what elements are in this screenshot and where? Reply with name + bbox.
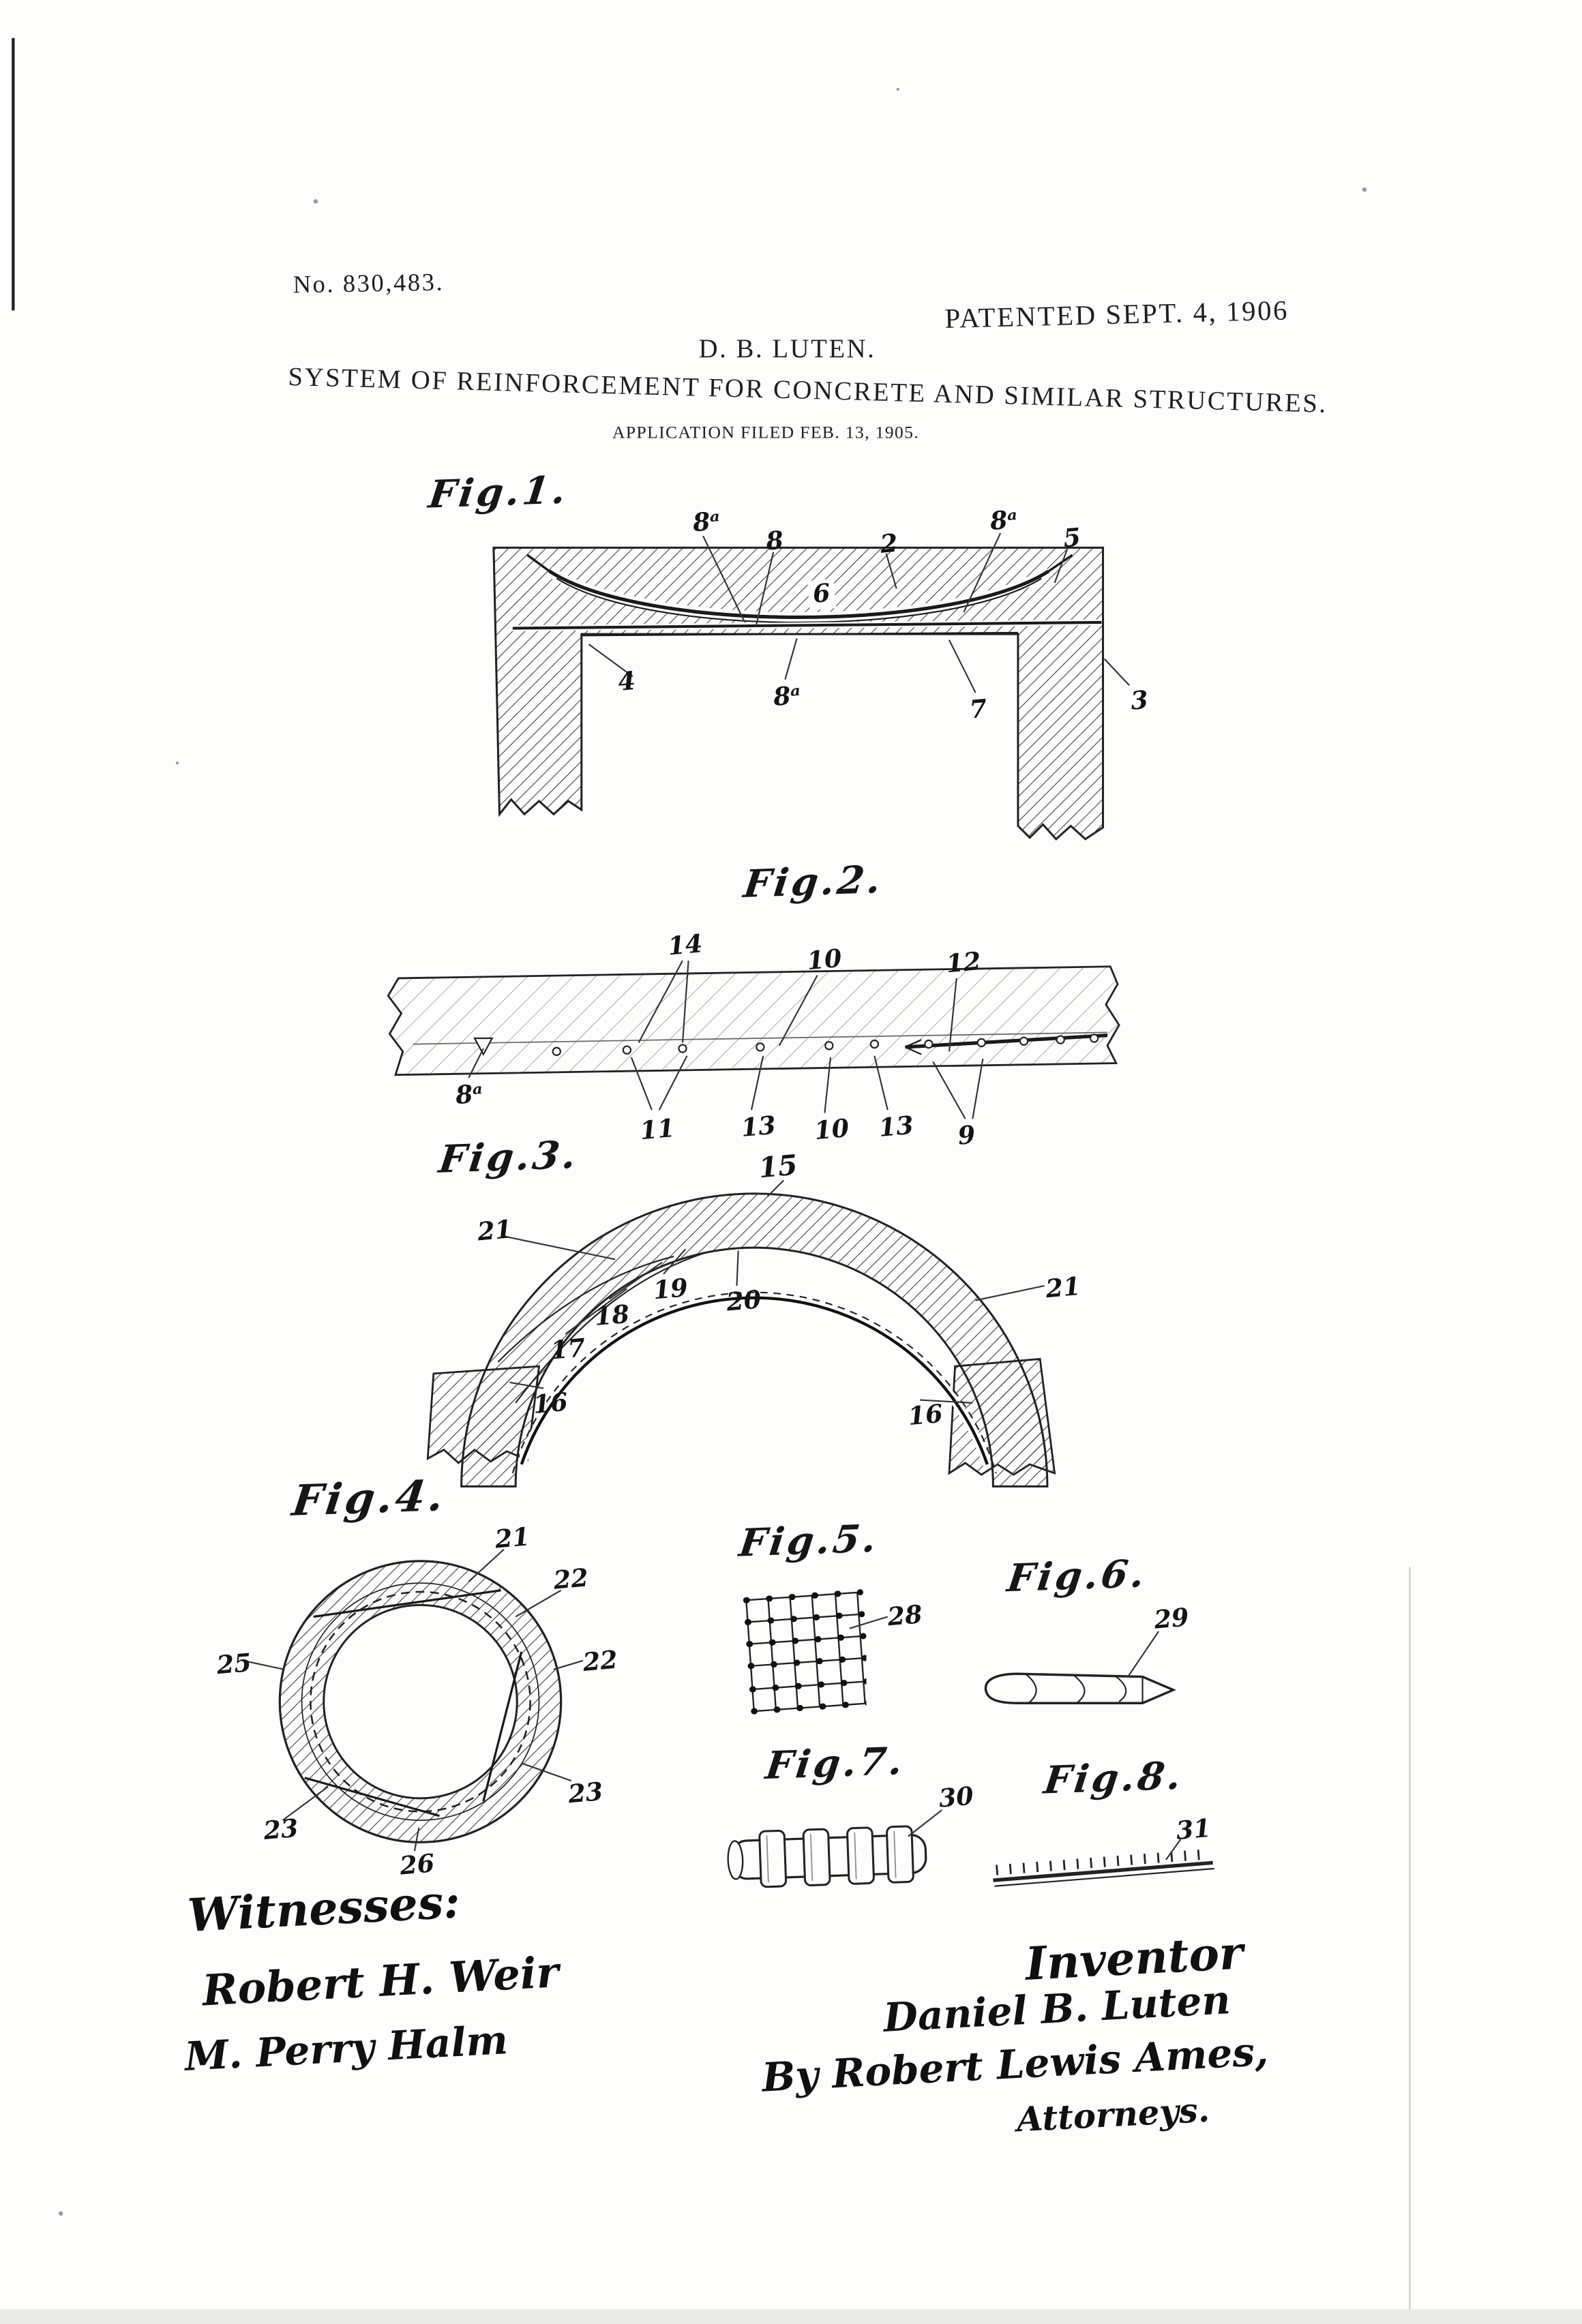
ref-numeral: 10 xyxy=(805,944,844,977)
fig3-label: Fig.3. xyxy=(436,1134,582,1183)
scan-bottom-edge xyxy=(0,2309,1582,2324)
ref-numeral: 13 xyxy=(740,1111,777,1144)
fig4-drawing xyxy=(243,1548,584,1852)
ref-numeral: 23 xyxy=(567,1777,605,1811)
ref-numeral: 3 xyxy=(1129,686,1150,717)
fig3-drawing xyxy=(426,1179,1056,1488)
scan-speck xyxy=(896,87,899,91)
fig7-drawing xyxy=(727,1825,927,1888)
ref-numeral: 19 xyxy=(652,1273,689,1307)
fig1-drawing xyxy=(492,532,1130,841)
ref-numeral: 25 xyxy=(215,1648,253,1682)
fig8-drawing xyxy=(993,1839,1214,1887)
ref-numeral: 9 xyxy=(957,1121,977,1152)
ref-numeral: 22 xyxy=(552,1564,590,1597)
inventor-name: D. B. LUTEN. xyxy=(698,333,876,363)
fig5-drawing xyxy=(743,1589,871,1715)
scan-speck xyxy=(175,761,179,765)
ref-numeral: 16 xyxy=(907,1400,944,1432)
ref-numeral: 22 xyxy=(582,1646,619,1678)
ref-numeral: 6 xyxy=(807,579,836,611)
ref-numeral: 21 xyxy=(476,1215,513,1248)
ref-numeral: 21 xyxy=(1044,1272,1082,1305)
ref-numeral: 12 xyxy=(944,947,983,980)
ref-numeral: 5 xyxy=(1062,523,1082,555)
fig8-label: Fig.8. xyxy=(1041,1755,1186,1804)
fig7-label: Fig.7. xyxy=(762,1740,908,1790)
ref-numeral: 17 xyxy=(549,1333,587,1367)
application-line: APPLICATION FILED FEB. 13, 1905. xyxy=(612,421,920,442)
fig1-label: Fig.1. xyxy=(426,469,571,518)
ref-numeral: 8 xyxy=(764,526,785,558)
ref-numeral: 21 xyxy=(494,1523,531,1556)
ref-numeral: 14 xyxy=(666,930,704,963)
ref-numeral: 8ᵃ xyxy=(772,681,803,713)
patent-number: No. 830,483. xyxy=(293,268,445,299)
ref-numeral: 4 xyxy=(616,667,637,698)
ref-numeral: 8ᵃ xyxy=(989,505,1019,537)
fig4-label: Fig.4. xyxy=(289,1470,449,1526)
ref-numeral: 16 xyxy=(532,1388,569,1421)
ref-numeral: 11 xyxy=(638,1114,676,1147)
scan-speck xyxy=(1362,187,1367,192)
scan-edge-line xyxy=(1409,1567,1411,2314)
ref-numeral: 15 xyxy=(757,1149,799,1186)
ref-numeral: 23 xyxy=(262,1814,300,1847)
scan-speck xyxy=(313,199,318,204)
ref-numeral: 18 xyxy=(593,1300,631,1333)
scan-edge-line xyxy=(12,37,15,311)
ref-numeral: 2 xyxy=(879,529,899,560)
scan-speck xyxy=(58,2211,63,2216)
ref-numeral: 28 xyxy=(886,1600,924,1633)
ref-numeral: 30 xyxy=(938,1782,975,1815)
fig5-label: Fig.5. xyxy=(736,1518,882,1567)
ref-numeral: 7 xyxy=(968,695,989,726)
ref-numeral: 10 xyxy=(813,1114,850,1147)
ref-numeral: 8ᵃ xyxy=(691,507,722,539)
fig6-label: Fig.6. xyxy=(1004,1552,1150,1602)
fig2-label: Fig.2. xyxy=(741,858,886,908)
fig2-drawing xyxy=(387,960,1120,1119)
ref-numeral: 13 xyxy=(878,1111,915,1144)
ref-numeral: 29 xyxy=(1152,1603,1191,1636)
ref-numeral: 31 xyxy=(1175,1814,1212,1847)
fig6-drawing xyxy=(984,1631,1176,1704)
ref-numeral: 8ᵃ xyxy=(454,1079,485,1111)
ref-numeral: 20 xyxy=(725,1286,763,1318)
